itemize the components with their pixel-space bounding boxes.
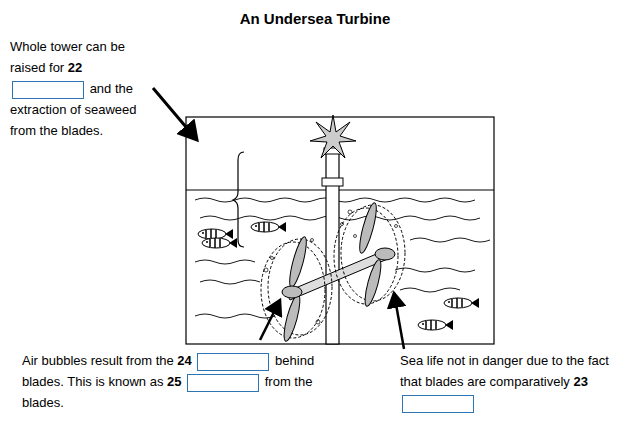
callout-label: Whole tower can be raised for — [10, 39, 125, 75]
answer-box — [187, 374, 259, 392]
answer-box — [402, 395, 474, 413]
callout-number: 24 — [177, 353, 191, 368]
callout-text: Air bubbles result from the 24 behind bl… — [22, 350, 327, 413]
callout-text: Sea life not in danger due to the fact t… — [400, 350, 612, 413]
callout-number: 23 — [573, 374, 587, 389]
answer-box — [197, 353, 269, 371]
answer-box — [12, 81, 84, 99]
callout-number: 22 — [68, 60, 82, 75]
callout-label: Air bubbles result from the — [22, 353, 174, 368]
callout-number: 25 — [167, 374, 181, 389]
title: An Undersea Turbine — [0, 10, 630, 27]
callout-text: Whole tower can be raised for 22 and the… — [10, 36, 155, 141]
